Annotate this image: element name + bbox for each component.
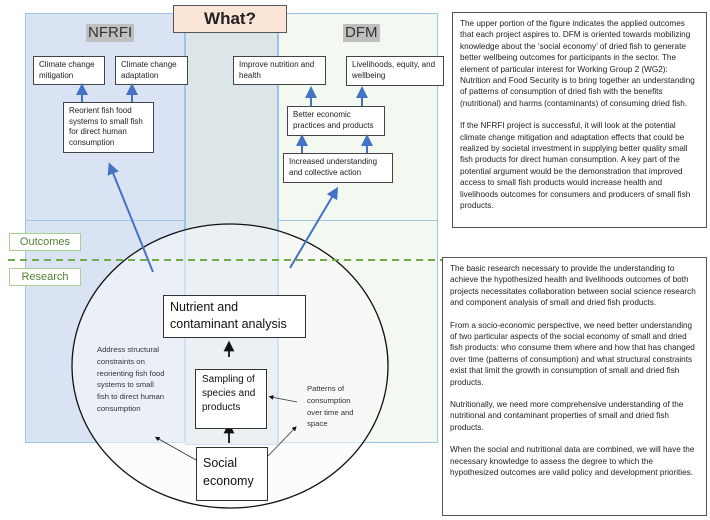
arrow-social-to-patterns bbox=[267, 426, 297, 457]
outcomes-paragraph: The upper portion of the figure indicate… bbox=[460, 19, 695, 108]
outcomes-paragraph: If the NFRFI project is successful, it w… bbox=[460, 121, 691, 211]
arrow-research-to-nfrfi bbox=[107, 162, 154, 273]
outcome-livelihoods: Livelihoods, equity, and wellbeing bbox=[346, 56, 444, 86]
research-paragraph: The basic research necessary to provide … bbox=[450, 264, 696, 308]
dfm-label: DFM bbox=[343, 24, 380, 42]
overlap-panel bbox=[185, 13, 278, 223]
research-zone-label: Research bbox=[9, 268, 81, 286]
outcome-climate-mitigation: Climate change mitigation bbox=[33, 56, 105, 85]
arrow-patterns-to-sampling bbox=[268, 395, 298, 403]
nutrient-contaminant-box: Nutrient and contaminant analysis bbox=[163, 295, 306, 338]
outcome-nutrition-health: Improve nutrition and health bbox=[233, 56, 326, 85]
patterns-consumption-note: Patterns of consumption over time and sp… bbox=[307, 384, 354, 429]
social-economy-box: Social economy bbox=[196, 447, 268, 501]
outcome-climate-adaptation: Climate change adaptation bbox=[115, 56, 188, 85]
research-paragraph: When the social and nutritional data are… bbox=[450, 445, 695, 478]
pathway-increased-understanding: Increased understanding and collective a… bbox=[283, 153, 393, 183]
structural-constraints-note: Address structural constraints on reorie… bbox=[97, 345, 165, 413]
pathway-reorient-fish-food: Reorient fish food systems to small fish… bbox=[63, 102, 154, 153]
sampling-box: Sampling of species and products bbox=[195, 369, 267, 429]
arrow-research-to-dfm bbox=[289, 186, 339, 269]
what-title: What? bbox=[173, 5, 287, 33]
research-paragraph: From a socio-economic perspective, we ne… bbox=[450, 320, 695, 387]
outcomes-zone-label: Outcomes bbox=[9, 233, 81, 251]
research-ellipse bbox=[71, 223, 389, 509]
outcomes-explanation: The upper portion of the figure indicate… bbox=[452, 12, 707, 228]
research-explanation: The basic research necessary to provide … bbox=[442, 257, 707, 516]
pathway-better-economic: Better economic practices and products bbox=[287, 106, 385, 136]
arrow-social-to-structural bbox=[154, 436, 197, 461]
nfrfi-label: NFRFI bbox=[86, 24, 135, 42]
research-paragraph: Nutritionally, we need more comprehensiv… bbox=[450, 400, 684, 432]
